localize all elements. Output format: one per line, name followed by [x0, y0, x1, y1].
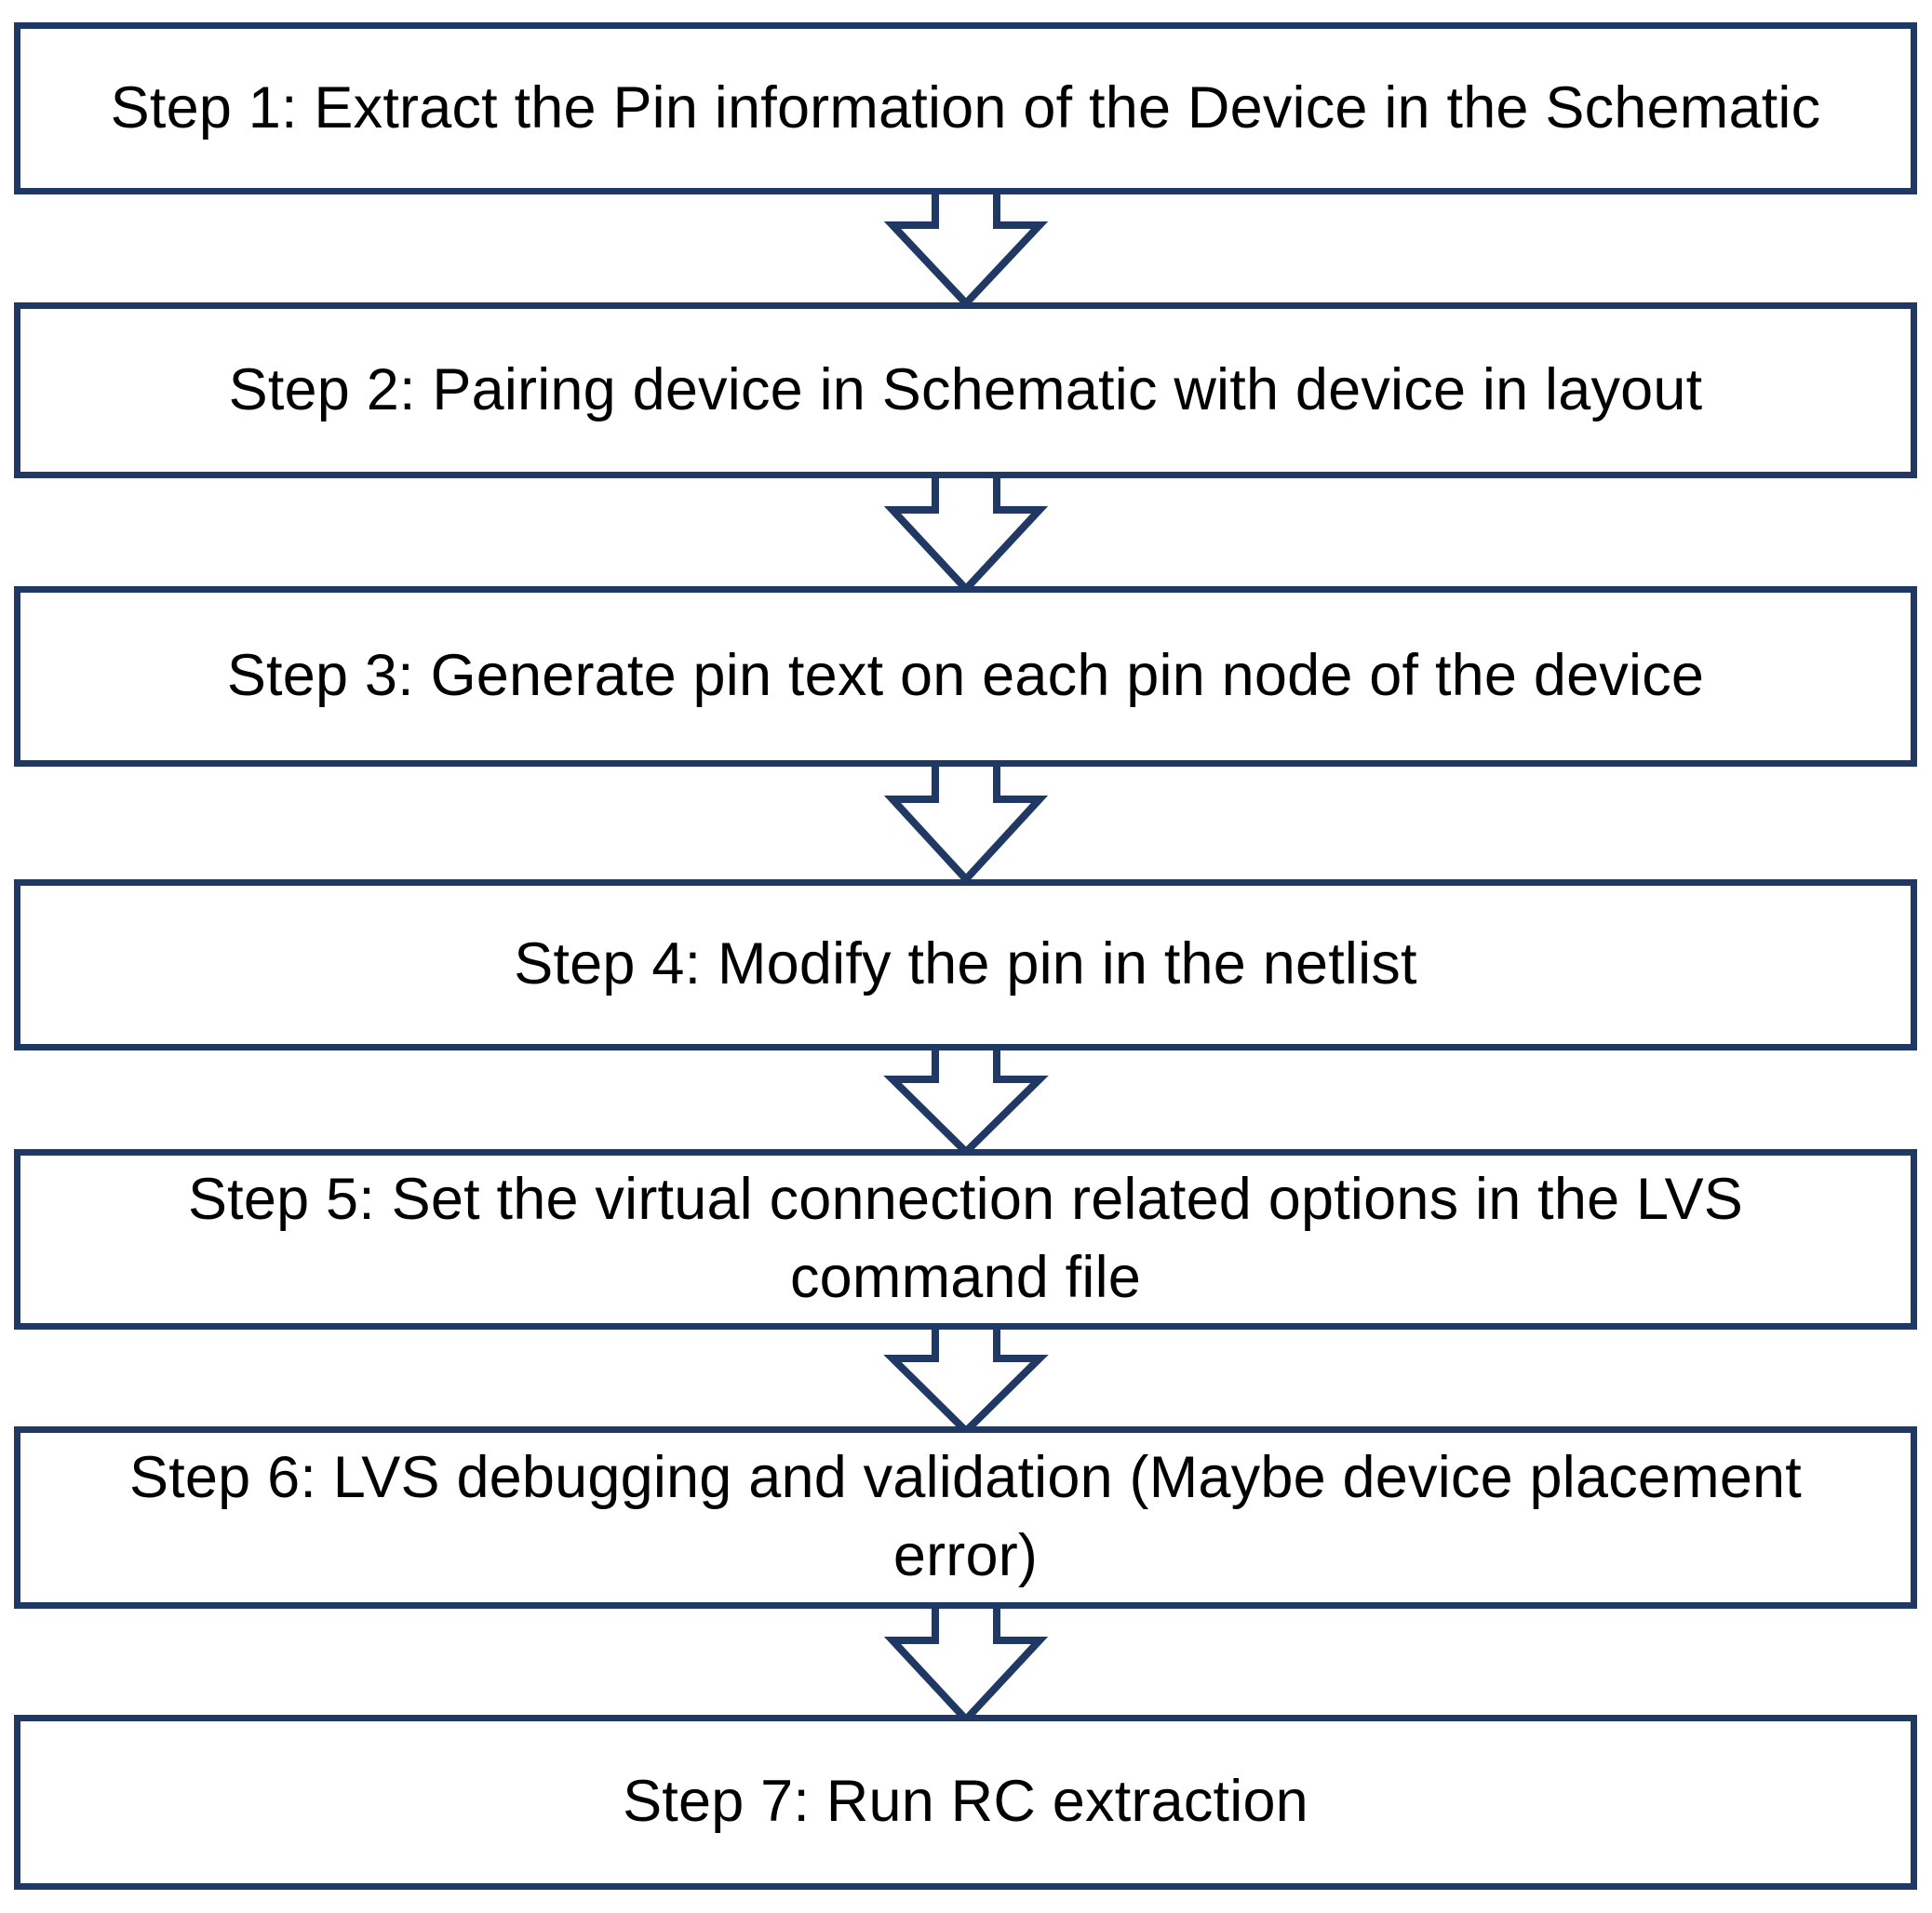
connector-arrow-step-4-to-step-5	[883, 1038, 1049, 1157]
connector-arrow-step-5-to-step-6	[883, 1318, 1049, 1437]
connector-arrow-step-1-to-step-2	[883, 182, 1049, 309]
down-block-arrow-icon	[883, 182, 1049, 309]
down-block-arrow-icon	[883, 1318, 1049, 1437]
flowchart-node-step-5[interactable]: Step 5: Set the virtual connection relat…	[14, 1149, 1917, 1330]
step-2-label: Step 2: Pairing device in Schematic with…	[228, 356, 1703, 422]
flowchart-node-step-7[interactable]: Step 7: Run RC extraction	[14, 1715, 1917, 1890]
connector-arrow-step-3-to-step-4	[883, 755, 1049, 885]
step-7-label: Step 7: Run RC extraction	[623, 1769, 1308, 1835]
down-block-arrow-icon	[883, 1038, 1049, 1157]
step-3-label: Step 3: Generate pin text on each pin no…	[226, 643, 1705, 709]
down-block-arrow-icon	[883, 466, 1049, 595]
flowchart-node-step-4[interactable]: Step 4: Modify the pin in the netlist	[14, 879, 1917, 1050]
connector-arrow-step-6-to-step-7	[883, 1597, 1049, 1725]
down-block-arrow-icon	[883, 755, 1049, 885]
step-1-label: Step 1: Extract the Pin information of t…	[110, 74, 1821, 140]
flowchart-node-step-6[interactable]: Step 6: LVS debugging and validation (Ma…	[14, 1426, 1917, 1609]
down-block-arrow-icon	[883, 1597, 1049, 1725]
flowchart-node-step-1[interactable]: Step 1: Extract the Pin information of t…	[14, 22, 1917, 194]
step-5-label: Step 5: Set the virtual connection relat…	[187, 1167, 1744, 1310]
step-6-label: Step 6: LVS debugging and validation (Ma…	[128, 1445, 1802, 1588]
step-4-label: Step 4: Modify the pin in the netlist	[514, 931, 1417, 997]
flowchart-node-step-2[interactable]: Step 2: Pairing device in Schematic with…	[14, 302, 1917, 478]
flowchart-node-step-3[interactable]: Step 3: Generate pin text on each pin no…	[14, 586, 1917, 767]
connector-arrow-step-2-to-step-3	[883, 466, 1049, 595]
